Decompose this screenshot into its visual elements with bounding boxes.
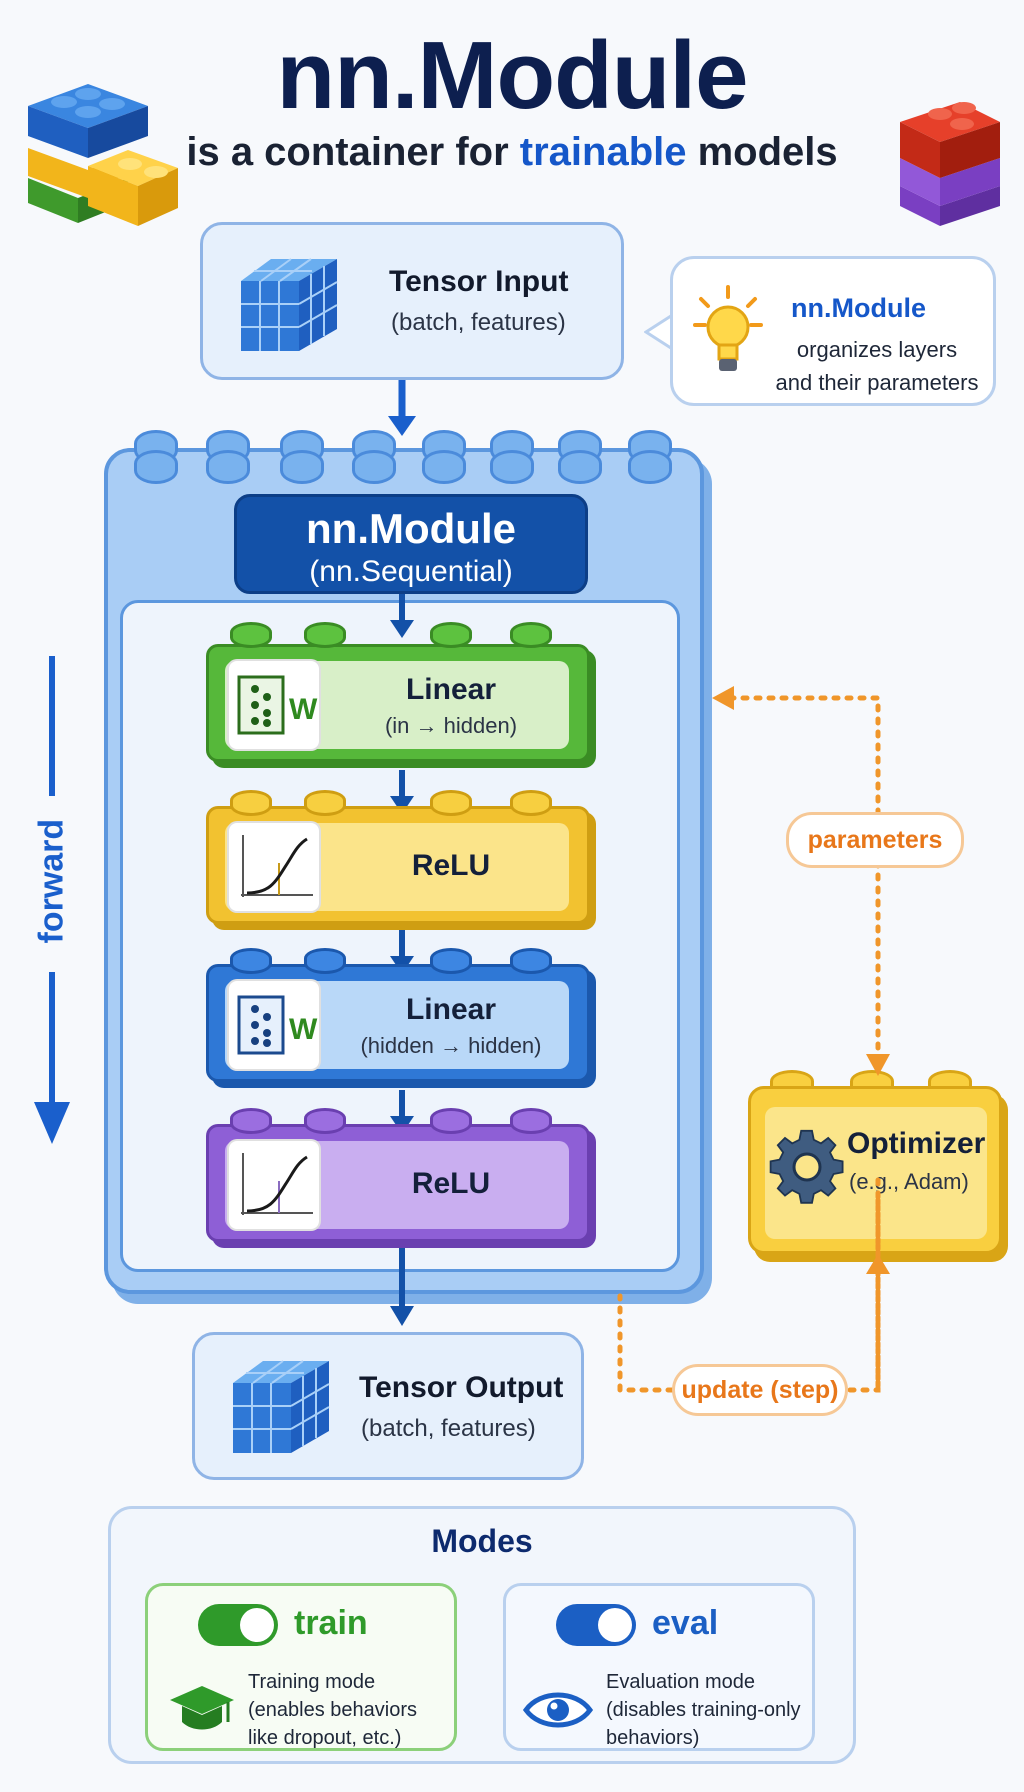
lego-bricks-right-illustration	[900, 102, 1000, 226]
eval-desc-line-1: Evaluation mode	[606, 1671, 755, 1693]
layer-linear-1-detail: (in → hidden)	[384, 713, 518, 738]
tensor-cube-icon	[233, 1360, 330, 1453]
module-label: nn.Module (nn.Sequential)	[234, 494, 588, 594]
layer-relu-2-name: ReLU	[411, 1167, 491, 1200]
layer-linear-1-name: Linear	[405, 673, 497, 706]
optimizer-subtitle: (e.g., Adam)	[849, 1169, 969, 1194]
modes-panel: Modes train Training mode (enables behav…	[108, 1506, 856, 1764]
update-step-label: update (step)	[672, 1364, 848, 1416]
eval-desc-line-2: (disables training-only	[606, 1699, 801, 1721]
parameter-flow-lines	[617, 686, 890, 1393]
lego-bricks-left-illustration	[28, 84, 178, 226]
eval-mode-name: eval	[652, 1604, 719, 1642]
page-subtitle: is a container for trainable models	[0, 128, 1024, 176]
weight-matrix-icon: W	[227, 659, 321, 751]
tensor-output-subtitle: (batch, features)	[361, 1415, 536, 1442]
tensor-input-card: Tensor Input (batch, features)	[200, 222, 624, 380]
callout-text: organizes layers and their parameters	[765, 333, 989, 399]
callout-box: nn.Module organizes layers and their par…	[670, 256, 996, 406]
module-name: nn.Module	[306, 505, 516, 552]
relu-curve-icon	[227, 821, 321, 913]
train-desc-line-3: like dropout, etc.)	[248, 1727, 402, 1749]
gear-icon	[769, 1129, 844, 1204]
layer-relu-1-name: ReLU	[411, 849, 491, 882]
relu-curve-icon	[227, 1139, 321, 1231]
train-mode-name: train	[294, 1604, 368, 1642]
eval-mode-description: Evaluation mode (disables training-only …	[606, 1668, 806, 1752]
train-toggle[interactable]	[198, 1604, 278, 1646]
optimizer-title: Optimizer	[847, 1127, 986, 1160]
parameters-label: parameters	[786, 812, 964, 868]
optimizer-block: Optimizer (e.g., Adam)	[748, 1086, 1002, 1254]
subtitle-prefix: is a container for	[186, 130, 520, 174]
layer-linear-2-detail: (hidden → hidden)	[360, 1033, 542, 1058]
layer-linear-1: W Linear (in → hidden)	[206, 644, 590, 762]
train-desc-line-2: (enables behaviors	[248, 1699, 417, 1721]
layer-linear-2: W Linear (hidden → hidden)	[206, 964, 590, 1082]
lightbulb-icon	[693, 285, 763, 371]
arrow-input-to-module	[388, 380, 416, 436]
train-desc-line-1: Training mode	[248, 1671, 376, 1693]
page-title: nn.Module	[276, 22, 749, 129]
callout-title: nn.Module	[791, 293, 926, 323]
layer-relu-2: ReLU	[206, 1124, 590, 1242]
forward-label: forward	[32, 818, 71, 944]
eval-desc-line-3: behaviors)	[606, 1727, 700, 1749]
forward-arrow	[34, 656, 70, 1144]
eye-icon	[522, 1692, 594, 1728]
tensor-input-title: Tensor Input	[389, 265, 569, 298]
layer-relu-1: ReLU	[206, 806, 590, 924]
eval-mode-card[interactable]: eval Evaluation mode (disables training-…	[503, 1583, 815, 1751]
layer-linear-2-name: Linear	[405, 993, 497, 1026]
callout-pointer	[644, 312, 675, 352]
modes-title: Modes	[431, 1523, 533, 1559]
module-type: (nn.Sequential)	[309, 555, 513, 588]
callout-line-2: and their parameters	[775, 370, 979, 395]
tensor-input-subtitle: (batch, features)	[391, 309, 566, 336]
tensor-output-card: Tensor Output (batch, features)	[192, 1332, 584, 1480]
svg-text:W: W	[289, 693, 318, 726]
train-mode-description: Training mode (enables behaviors like dr…	[248, 1668, 448, 1752]
train-mode-card[interactable]: train Training mode (enables behaviors l…	[145, 1583, 457, 1751]
svg-text:W: W	[289, 1013, 318, 1046]
graduation-cap-icon	[170, 1686, 234, 1730]
tensor-cube-icon	[241, 258, 338, 351]
weight-matrix-icon: W	[227, 979, 321, 1071]
eval-toggle[interactable]	[556, 1604, 636, 1646]
subtitle-suffix: models	[686, 130, 838, 174]
tensor-output-title: Tensor Output	[359, 1371, 564, 1404]
subtitle-highlight: trainable	[519, 130, 687, 174]
callout-line-1: organizes layers	[796, 337, 958, 362]
